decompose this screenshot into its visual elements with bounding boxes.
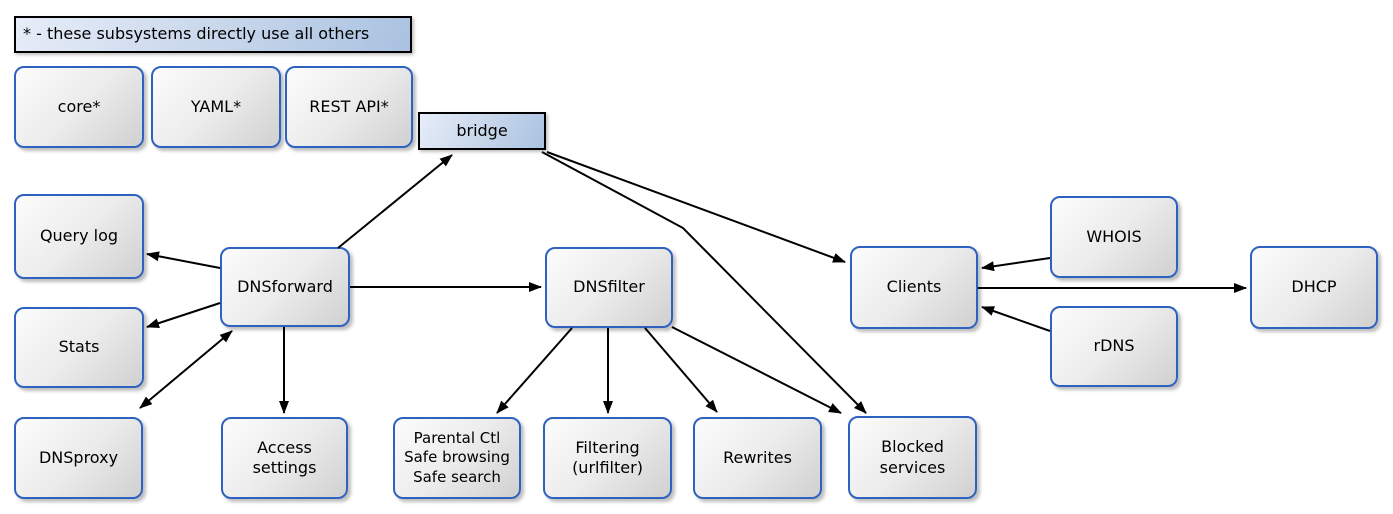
edge-dnsfilter-blocked-services [671,326,842,414]
node-filtering-urlfilter: Filtering (urlfilter) [543,417,672,499]
node-dnsproxy: DNSproxy [14,417,143,499]
node-access-settings-label: Access settings [252,437,317,477]
node-dhcp: DHCP [1250,246,1378,329]
node-rewrites: Rewrites [693,417,822,499]
node-query-log-label: Query log [39,226,119,246]
node-query-log: Query log [14,194,144,279]
node-dhcp-label: DHCP [1291,277,1337,297]
edge-dnsforward-query-log [146,251,221,269]
node-access-settings: Access settings [221,417,348,499]
node-clients: Clients [850,246,978,329]
edge-dnsforward-bridge [337,154,453,249]
node-yaml: YAML* [151,66,281,148]
edge-rdns-clients [981,306,1051,332]
edge-whois-clients [981,257,1051,272]
node-dnsfilter: DNSfilter [545,247,673,328]
node-dnsproxy-label: DNSproxy [38,447,119,467]
node-clients-label: Clients [886,277,942,297]
node-dnsforward-label: DNSforward [237,276,333,296]
node-core-label: core* [57,96,101,116]
node-blocked-services: Blocked services [848,416,977,499]
node-rdns-label: rDNS [1093,336,1135,356]
edge-dnsforward-dnsproxy [139,330,233,409]
legend-note: * - these subsystems directly use all ot… [14,16,412,53]
node-rest-api-label: REST API* [309,96,389,116]
node-rest-api: REST API* [285,66,413,148]
node-rewrites-label: Rewrites [723,447,792,467]
node-stats-label: Stats [58,337,100,357]
edge-dnsfilter-rewrites [644,327,718,413]
legend-note-label: * - these subsystems directly use all ot… [23,24,370,44]
node-dnsforward: DNSforward [220,247,350,327]
node-parental-ctl-label: Parental Ctl Safe browsing Safe search [404,429,510,486]
node-yaml-label: YAML* [190,96,242,116]
node-blocked-services-label: Blocked services [879,437,946,477]
edge-dnsforward-stats [146,302,221,329]
node-parental-ctl: Parental Ctl Safe browsing Safe search [393,417,521,499]
edge-bridge-clients [546,151,846,263]
node-stats: Stats [14,307,144,388]
node-bridge-label: bridge [456,120,508,140]
edge-dnsfilter-parental [496,327,573,414]
node-whois: WHOIS [1050,196,1178,278]
node-core: core* [14,66,144,148]
node-filtering-urlfilter-label: Filtering (urlfilter) [572,437,643,477]
node-dnsfilter-label: DNSfilter [573,277,645,297]
node-whois-label: WHOIS [1086,226,1142,246]
node-rdns: rDNS [1050,306,1178,387]
node-bridge: bridge [418,112,546,150]
